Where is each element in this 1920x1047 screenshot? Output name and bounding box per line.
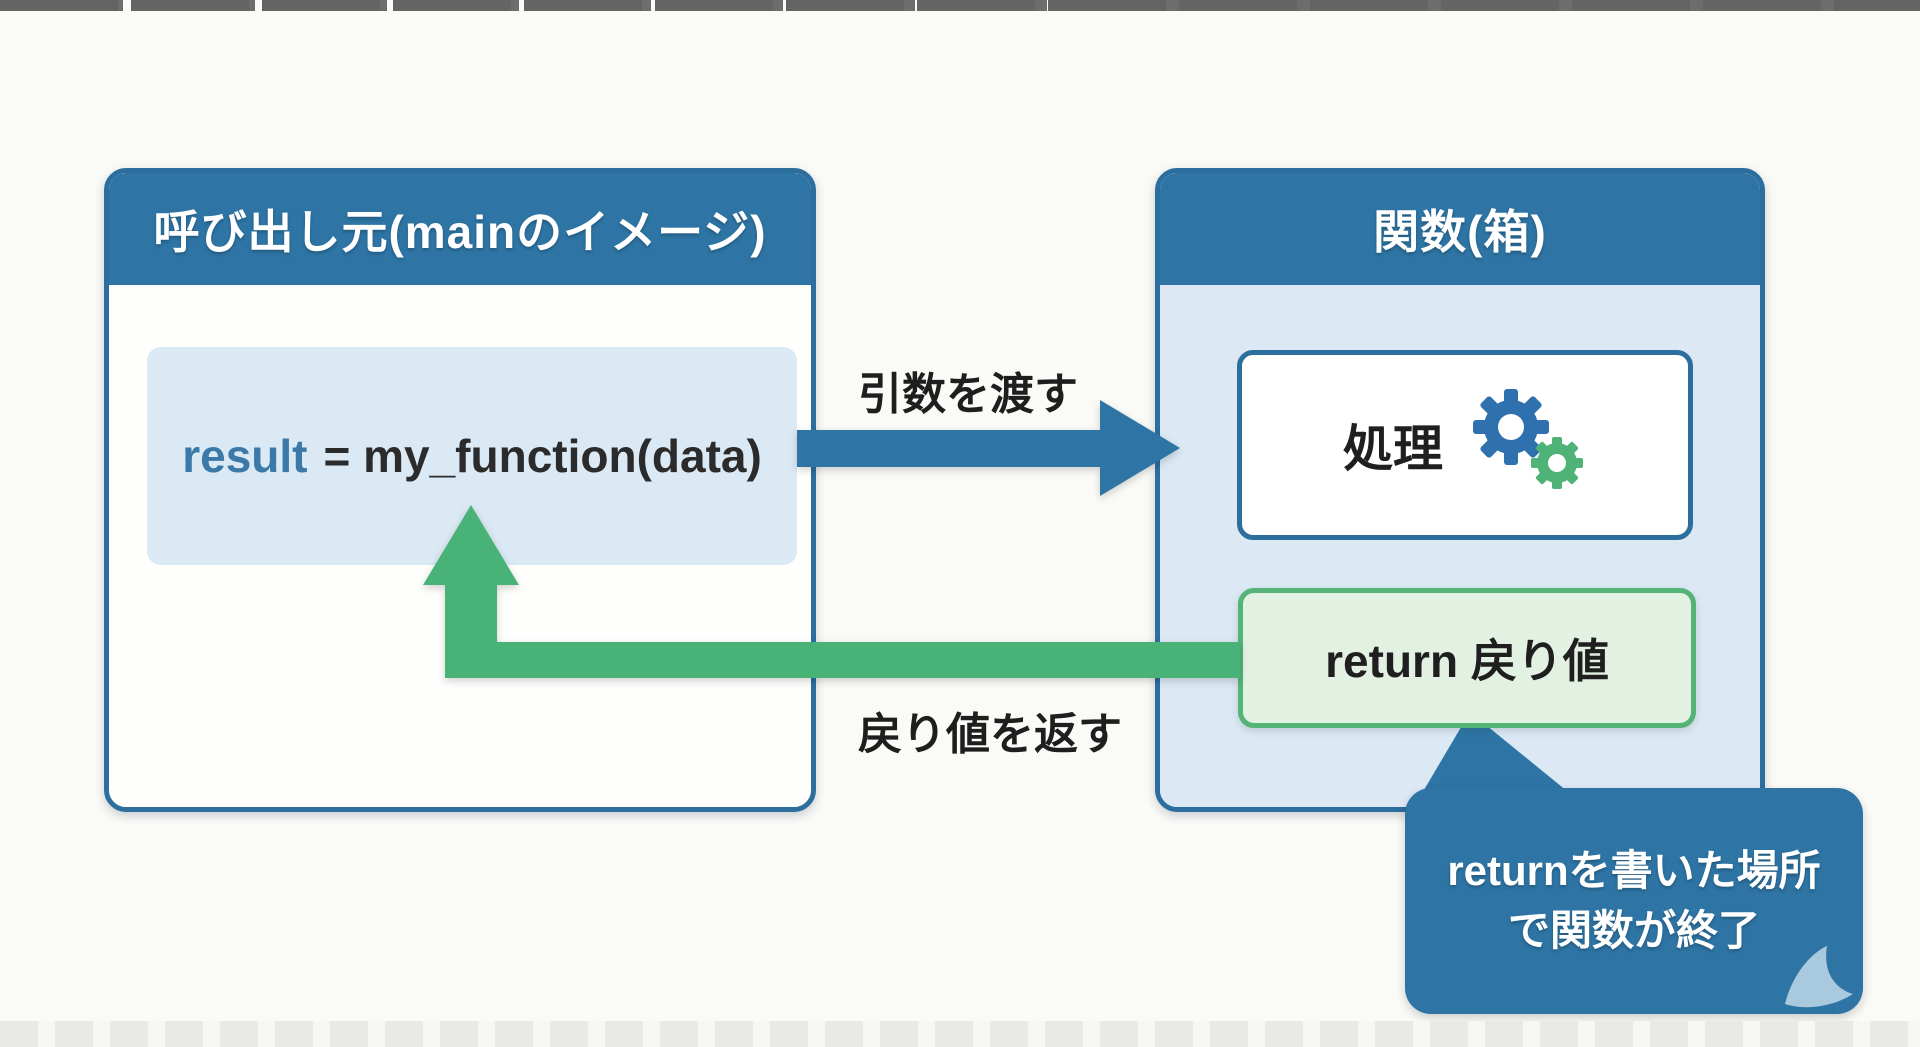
process-box: 処理 (1237, 350, 1693, 540)
code-box: result = my_function(data) (147, 347, 797, 565)
bottom-edge-artifact (0, 1021, 1920, 1047)
return-box: return 戻り値 (1238, 588, 1696, 728)
pass-arguments-label: 引数を渡す (858, 370, 1078, 419)
process-label: 処理 (1343, 421, 1443, 477)
code-function-call: = my_function(data) (323, 430, 762, 482)
bubble-line-1: returnを書いた場所 (1447, 847, 1821, 894)
caller-panel-title: 呼び出し元(mainのイメージ) (109, 173, 811, 285)
bubble-line-2: で関数が終了 (1507, 907, 1760, 954)
code-result-variable: result (182, 430, 308, 482)
function-panel-title: 関数(箱) (1160, 173, 1760, 285)
page-curl-icon (1785, 946, 1853, 1008)
top-edge-artifact (0, 0, 1920, 11)
return-note-bubble: returnを書いた場所 で関数が終了 (1405, 788, 1863, 1014)
gears-icon (1469, 387, 1587, 503)
return-label: return 戻り値 (1325, 635, 1609, 687)
return-value-label: 戻り値を返す (858, 710, 1122, 759)
